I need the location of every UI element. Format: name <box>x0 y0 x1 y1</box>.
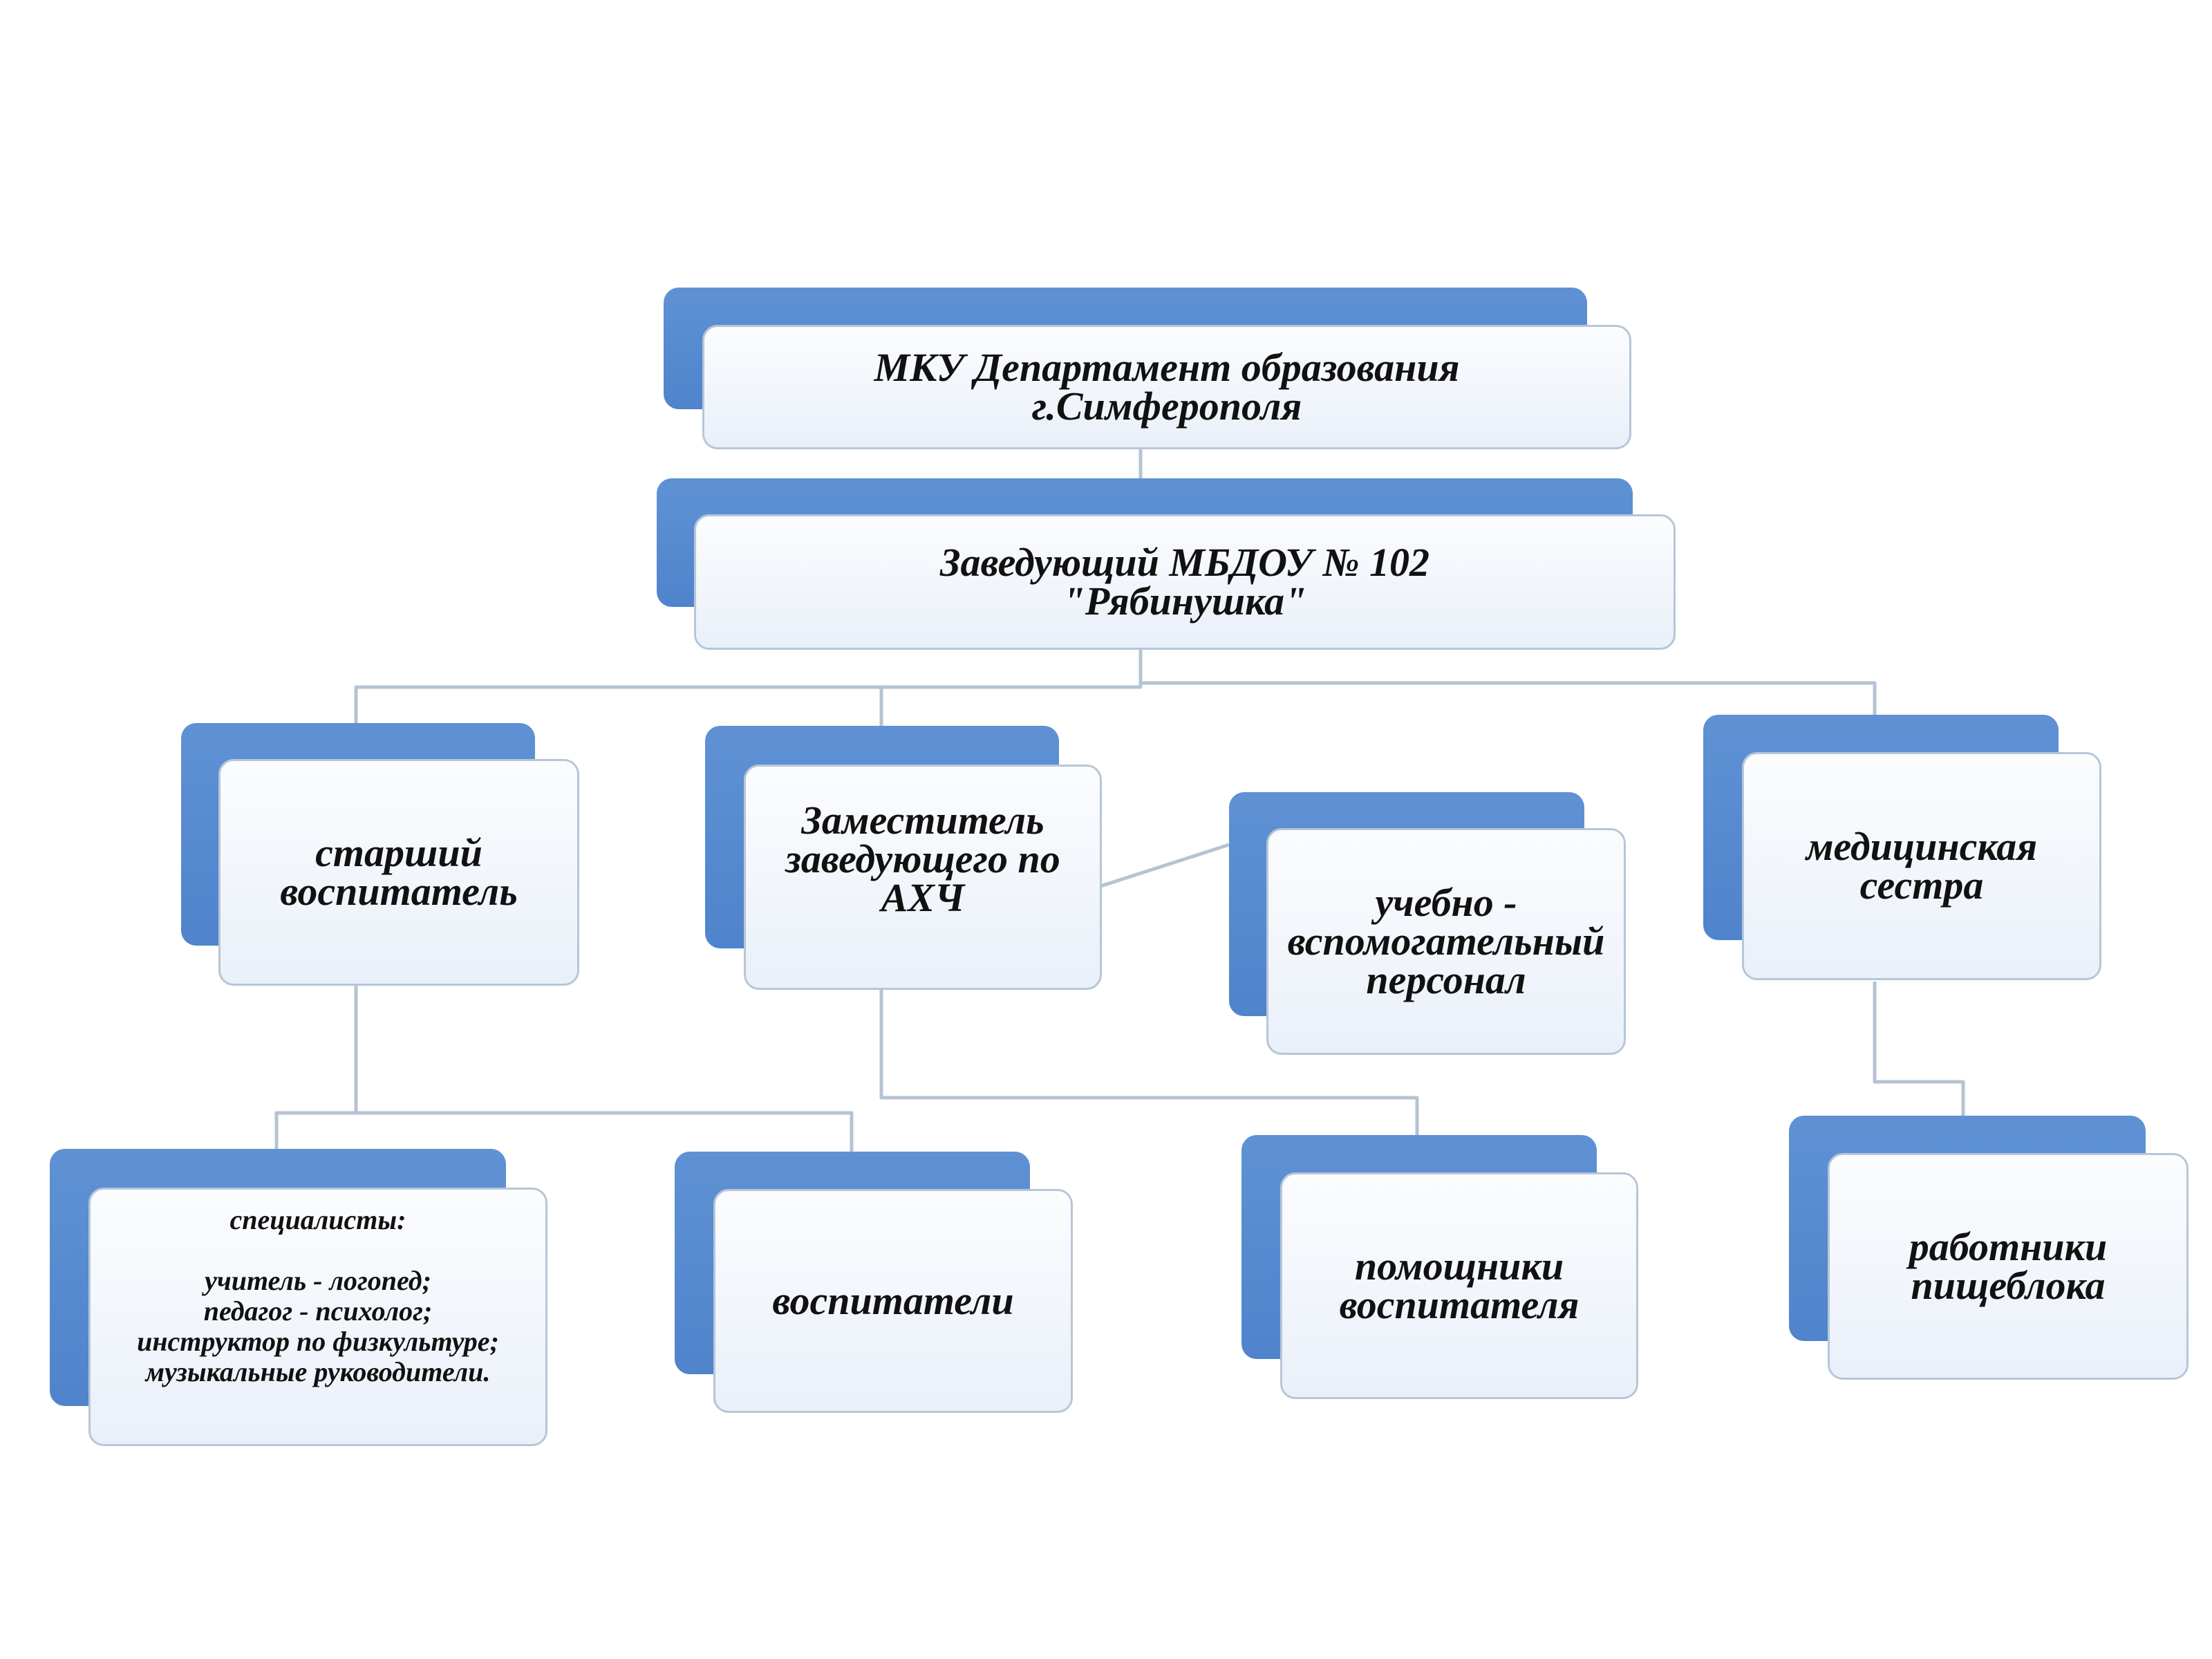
node-head: Заведующий МБДОУ № 102 "Рябинушка" <box>657 478 1676 650</box>
head-label: Заведующий МБДОУ № 102 "Рябинушка" <box>939 540 1430 624</box>
connector-nurse-kitchen <box>1873 982 1965 1116</box>
specialists-content: специалисты: учитель - логопед; педагог … <box>137 1205 499 1387</box>
connector-deputy-support <box>1100 843 1230 888</box>
node-support-staff: учебно - вспомогательный персонал <box>1229 792 1626 1055</box>
support-staff-label: учебно - вспомогательный персонал <box>1287 880 1605 1002</box>
nurse-label: медицинская сестра <box>1806 824 2038 908</box>
teachers-label: воспитатели <box>772 1278 1014 1323</box>
senior-teacher-label: старший воспитатель <box>280 830 518 914</box>
specialists-title: специалисты: <box>229 1204 406 1235</box>
node-deputy: Заместитель заведующего по АХЧ <box>705 726 1102 990</box>
specialist-item: музыкальные руководители. <box>145 1356 491 1387</box>
connector-senior-teachers <box>356 1111 854 1153</box>
connector-senior-children <box>274 985 358 1149</box>
node-senior-teacher: старший воспитатель <box>181 723 579 986</box>
kitchen-label: работники пищеблока <box>1909 1224 2108 1308</box>
node-assistants: помощники воспитателя <box>1241 1135 1638 1399</box>
assistants-label: помощники воспитателя <box>1339 1244 1580 1327</box>
node-nurse: медицинская сестра <box>1703 715 2101 980</box>
node-specialists: специалисты: учитель - логопед; педагог … <box>50 1149 547 1446</box>
connector-head-nurse <box>1138 648 1877 715</box>
node-department: МКУ Департамент образования г.Симферопол… <box>664 288 1631 449</box>
node-kitchen: работники пищеблока <box>1789 1116 2188 1380</box>
specialist-item: учитель - логопед; <box>205 1265 431 1296</box>
specialist-item: педагог - психолог; <box>203 1295 433 1327</box>
specialist-item: инструктор по физкультуре; <box>137 1326 499 1357</box>
department-label: МКУ Департамент образования г.Симферопол… <box>874 345 1460 429</box>
node-teachers: воспитатели <box>675 1152 1073 1413</box>
deputy-label: Заместитель заведующего по АХЧ <box>785 798 1060 920</box>
connector-head-deputy <box>879 685 1141 727</box>
connector-deputy-assistants <box>879 990 1419 1135</box>
